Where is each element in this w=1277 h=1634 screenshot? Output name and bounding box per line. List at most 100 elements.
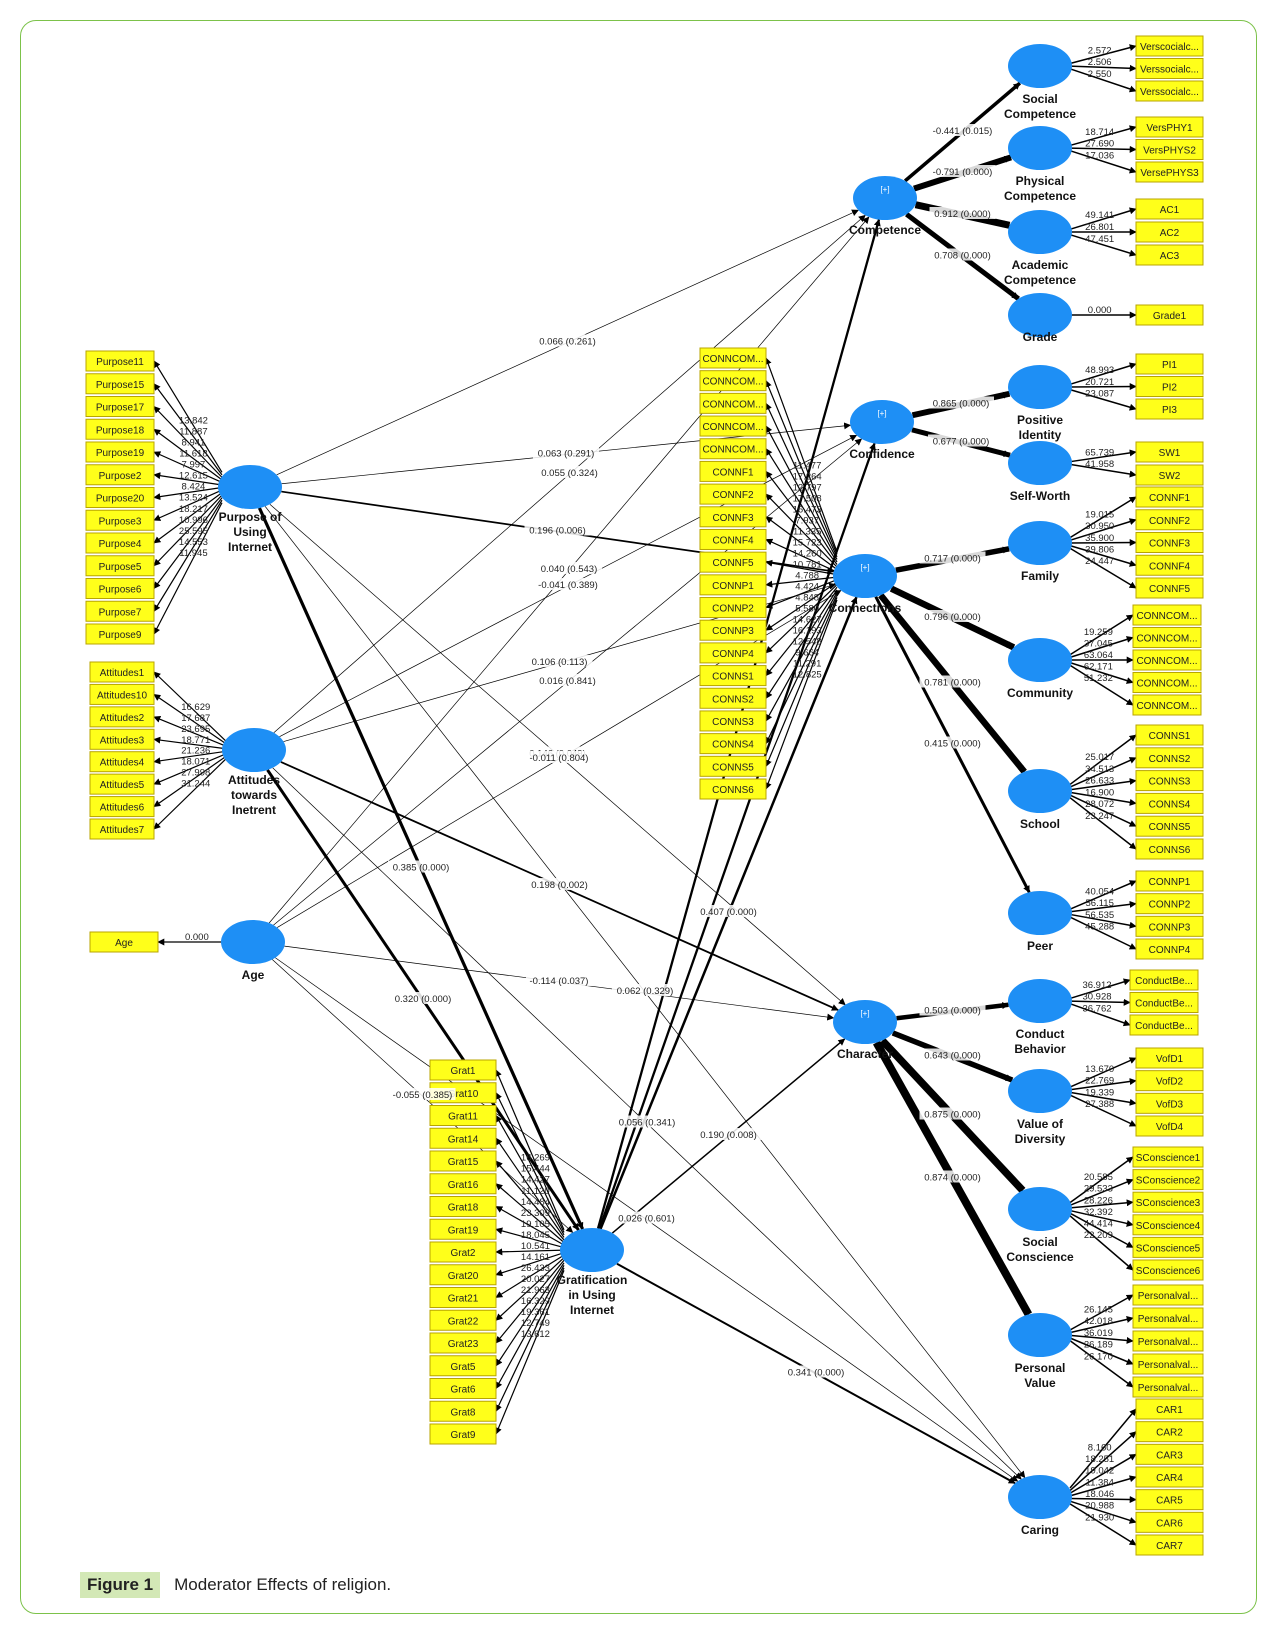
loading-value: 29.533 [1084, 1184, 1113, 1195]
loading-value: 26.433 [521, 1263, 550, 1274]
indicator-box [1135, 815, 1204, 837]
path-label-bg [526, 655, 593, 667]
loading-line [765, 493, 838, 568]
construct-node-sw [1008, 441, 1072, 485]
indicator-label: AC3 [1160, 251, 1180, 262]
loading-line [1069, 1212, 1134, 1249]
path-coefficient: 0.865 (0.000) [933, 399, 990, 410]
loading-value: 36.019 [1084, 1328, 1113, 1339]
indicator-label: Verscocialc... [1140, 42, 1199, 53]
indicator-label: CONNCOM... [702, 445, 763, 456]
path-coefficient: 0.066 (0.261) [539, 337, 596, 348]
indicator-box [1135, 398, 1204, 420]
indicator-label: Grat14 [448, 1134, 479, 1145]
indicator-label: CONNCOM... [702, 377, 763, 388]
indicator-box [699, 755, 767, 777]
indicator-box [1129, 992, 1199, 1013]
loading-line [1069, 757, 1137, 788]
indicator-box [1135, 938, 1204, 960]
indicator-box [1132, 1307, 1204, 1329]
indicator-label: SConscience2 [1136, 1176, 1201, 1187]
indicator-label: Attitudes7 [100, 825, 145, 836]
loading-value: 39.806 [1085, 544, 1114, 555]
construct-label: Competence [1004, 189, 1076, 203]
path-coefficient: -0.011 (0.804) [530, 753, 589, 764]
indicator-box [1132, 694, 1202, 716]
loading-line [1069, 463, 1137, 478]
loading-line [153, 472, 223, 486]
loading-value: 11.618 [179, 449, 207, 460]
loading-value: 11.945 [179, 548, 207, 559]
loading-value: 13.612 [521, 1329, 550, 1340]
indicator-box [1129, 1014, 1199, 1036]
indicator-box [89, 706, 155, 728]
path-label-bg [533, 446, 599, 459]
construct-label: Attitudes [228, 773, 280, 787]
loading-line [1069, 880, 1137, 910]
indicator-box [85, 373, 155, 395]
construct-label: Community [1007, 686, 1073, 700]
construct-node-pi [1008, 365, 1072, 409]
loading-value: 12.749 [521, 1318, 550, 1329]
loading-line [1069, 791, 1137, 806]
indicator-label: CAR5 [1156, 1496, 1183, 1507]
indicator-label: Purpose7 [99, 607, 142, 618]
loading-value: 40.054 [1085, 886, 1114, 897]
indicator-label: Purpose5 [99, 562, 142, 573]
loading-value: 20.027 [521, 1274, 550, 1285]
loading-value: 16.473 [793, 504, 822, 515]
indicator-label: CONNF5 [712, 558, 754, 569]
loading-line [495, 1183, 565, 1243]
loading-line [1069, 1337, 1134, 1365]
indicator-box [1135, 1047, 1204, 1069]
indicator-box [1135, 532, 1204, 553]
loading-line [153, 750, 227, 765]
indicator-label: PI2 [1162, 383, 1177, 394]
loading-line [1069, 1178, 1134, 1206]
indicator-label: CONNS1 [1149, 731, 1191, 742]
loading-value: 30.928 [1082, 992, 1111, 1003]
indicator-label: CONNS1 [712, 672, 754, 683]
construct-label: Diversity [1015, 1132, 1066, 1146]
loading-line [765, 589, 838, 699]
indicator-label: CONNS5 [1149, 822, 1191, 833]
indicator-label: CAR7 [1156, 1541, 1183, 1552]
indicator-box [429, 1264, 497, 1286]
path-coefficient: 0.056 (0.341) [619, 1118, 676, 1129]
indicator-label: CONNCOM... [1136, 701, 1197, 712]
path-label-bg [695, 905, 762, 917]
indicator-label: Purpose4 [99, 539, 142, 550]
indicator-box [699, 347, 767, 369]
loading-line [495, 1262, 565, 1367]
construct-label: Age [242, 968, 265, 982]
construct-label: Competence [849, 223, 921, 237]
indicator-label: CONNP1 [1149, 877, 1191, 888]
loading-line [765, 592, 838, 722]
path-coefficient: 0.717 (0.000) [924, 554, 981, 565]
construct-label: Conscience [1006, 1250, 1074, 1264]
path-label-bg [390, 992, 456, 1004]
path-label-bg [613, 1211, 680, 1224]
loading-value: 16.269 [521, 1153, 550, 1164]
loading-line [1069, 1199, 1134, 1209]
indicator-box [1135, 486, 1204, 508]
loading-value: 8.941 [182, 438, 206, 449]
loading-value: 56.535 [1085, 910, 1114, 921]
path-label-bg [614, 1115, 680, 1128]
loading-value: 18.714 [1085, 127, 1114, 138]
path-coefficient: 0.341 (0.000) [788, 1368, 845, 1379]
loading-line [153, 486, 223, 501]
loading-line [153, 715, 227, 747]
indicator-box [429, 1332, 497, 1354]
path-label-bg [612, 984, 678, 996]
loading-line [153, 489, 223, 521]
loading-value: 10.541 [521, 1241, 550, 1252]
indicator-label: PI1 [1162, 360, 1177, 371]
indicator-label: SW1 [1159, 448, 1181, 459]
loading-line [765, 581, 838, 631]
indicator-box [699, 665, 767, 687]
path-coefficient: -0.114 (0.037) [530, 976, 589, 987]
indicator-box [1132, 1284, 1204, 1306]
construct-label: Purpose of [219, 510, 283, 524]
loading-value: 18.771 [181, 735, 210, 746]
